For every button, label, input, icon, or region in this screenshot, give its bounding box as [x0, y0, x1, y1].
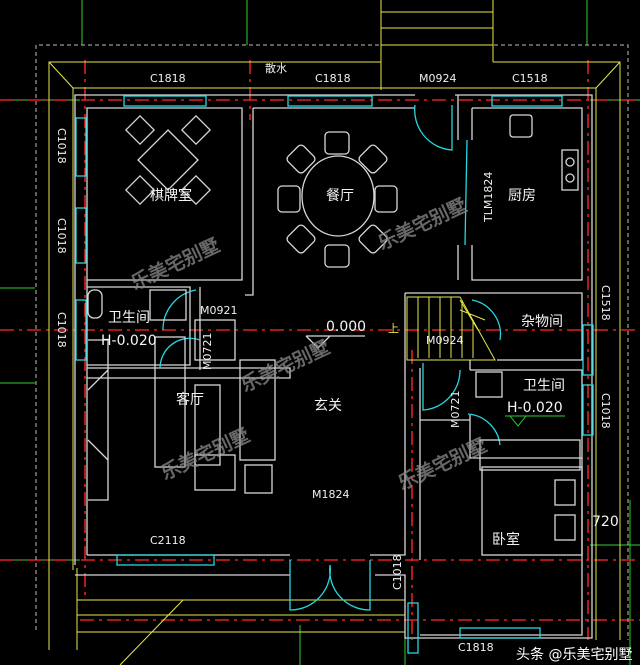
window-label: C1818	[458, 641, 494, 654]
apron-outline	[35, 0, 629, 665]
window-label: C1018	[55, 312, 68, 348]
apron-label: 散水	[265, 61, 287, 75]
window-label: C1018	[599, 393, 612, 429]
walls	[74, 94, 593, 639]
door-label: M0721	[449, 391, 462, 429]
room-label-dining: 餐厅	[326, 188, 354, 204]
room-label-bedroom: 卧室	[492, 531, 520, 548]
window-label: C1018	[55, 218, 68, 254]
floor-elevation: 0.000	[326, 319, 366, 335]
window-label: C1518	[599, 285, 612, 321]
room-label-kitchen: 厨房	[508, 188, 536, 204]
window-label: C1018	[55, 128, 68, 164]
windows	[75, 95, 594, 654]
window-label: C1818	[150, 72, 186, 85]
watermark: 乐美宅别墅	[127, 234, 223, 295]
elevation-label: H-0.020	[101, 333, 157, 349]
room-label-chess: 棋牌室	[150, 187, 192, 204]
window-label: C1018	[391, 554, 404, 590]
door-label: M1824	[312, 488, 350, 501]
watermark: 乐美宅别墅	[374, 194, 470, 255]
staircase	[406, 296, 496, 361]
doors	[159, 104, 502, 611]
dimension-label: 720	[592, 514, 619, 530]
window-label: C2118	[150, 534, 186, 547]
footer-credit: 头条 @乐美宅别墅	[516, 646, 632, 663]
door-label: M0924	[426, 334, 464, 347]
room-label-bath: 卫生间	[108, 310, 150, 326]
watermark: 乐美宅别墅	[237, 336, 333, 397]
door-label: M0924	[419, 72, 457, 85]
room-label-foyer: 玄关	[314, 397, 342, 414]
furniture	[87, 114, 583, 556]
watermark: 乐美宅别墅	[394, 434, 490, 495]
room-label-living: 客厅	[176, 391, 204, 408]
elevation-marker	[305, 335, 365, 349]
door-label: TLM1824	[482, 172, 495, 223]
door-label: M0721	[201, 333, 214, 371]
watermark: 乐美宅别墅	[157, 424, 253, 485]
window-label: C1818	[315, 72, 351, 85]
door-label: M0921	[200, 304, 238, 317]
elevation-marker	[505, 415, 565, 427]
room-label-storage: 杂物间	[521, 314, 563, 330]
stair-up-label: 上	[388, 322, 399, 335]
elevation-label: H-0.020	[507, 400, 563, 416]
window-label: C1518	[512, 72, 548, 85]
room-label-bath: 卫生间	[523, 378, 565, 394]
